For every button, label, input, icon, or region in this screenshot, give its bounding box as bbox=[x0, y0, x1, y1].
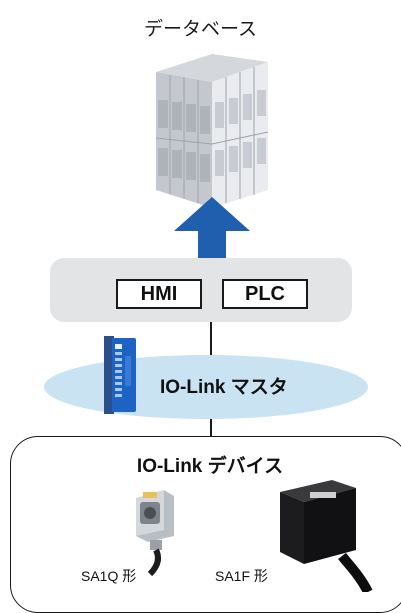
database-server-icon bbox=[155, 54, 269, 208]
hmi-box: HMI bbox=[116, 279, 202, 309]
plc-box: PLC bbox=[222, 279, 308, 309]
connector-line-lower bbox=[210, 419, 212, 437]
upward-arrow-icon bbox=[174, 197, 250, 259]
sa1f-model-label: SA1F 形 bbox=[215, 568, 268, 584]
io-link-device-label: IO-Link デバイス bbox=[136, 456, 284, 477]
sa1q-model-label: SA1Q 形 bbox=[81, 568, 137, 584]
sa1q-sensor-icon bbox=[136, 490, 174, 576]
connector-line-upper bbox=[210, 322, 212, 356]
io-link-master-module-icon bbox=[104, 336, 136, 414]
io-link-master-ellipse bbox=[44, 355, 368, 419]
database-label: データベース bbox=[143, 18, 258, 40]
io-link-master-label: IO-Link マスタ bbox=[160, 377, 288, 398]
sa1f-sensor-icon bbox=[280, 480, 373, 592]
